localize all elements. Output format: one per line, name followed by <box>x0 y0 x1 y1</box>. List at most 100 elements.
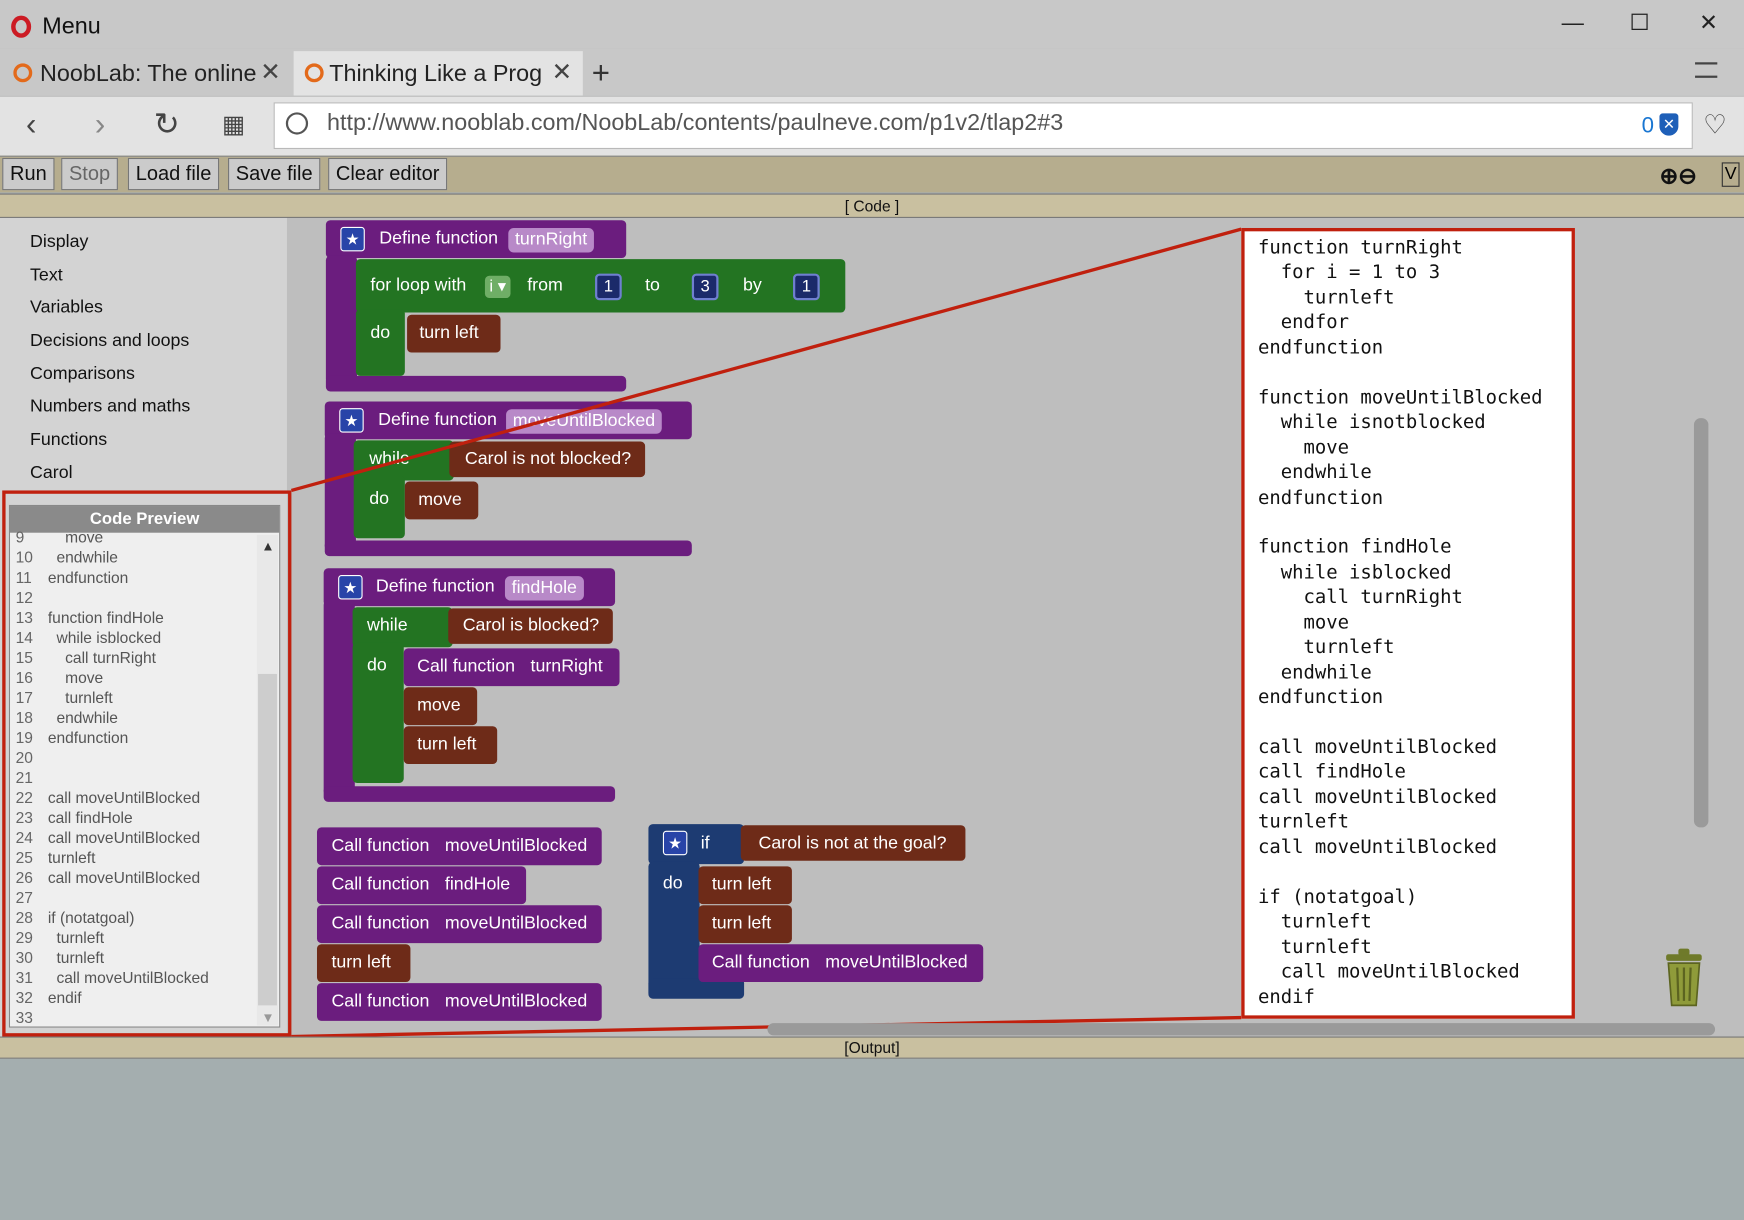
call-function-block[interactable] <box>403 648 620 687</box>
workspace-horizontal-scrollbar[interactable] <box>767 1023 1716 1036</box>
load-file-button[interactable]: Load file <box>127 157 220 191</box>
scroll-down-icon[interactable]: ▼ <box>261 1009 275 1026</box>
from-value[interactable]: 1 <box>595 273 622 301</box>
call-function-block[interactable] <box>316 866 527 905</box>
output-panel <box>0 1058 1744 1220</box>
turn-left-block[interactable] <box>403 726 498 765</box>
preview-code-line: 14 while isblocked <box>16 627 162 647</box>
clear-editor-button[interactable]: Clear editor <box>328 157 448 191</box>
line-number: 30 <box>15 948 33 967</box>
function-name-field[interactable]: turnRight <box>508 227 594 253</box>
url-text[interactable]: http://www.nooblab.com/NoobLab/contents/… <box>326 110 1064 136</box>
move-block[interactable] <box>403 687 478 726</box>
category-functions[interactable]: Functions <box>30 430 108 450</box>
maximize-button[interactable]: ☐ <box>1629 11 1650 36</box>
define-function-footer <box>324 540 692 557</box>
to-value[interactable]: 3 <box>691 273 719 301</box>
tab-close-icon[interactable]: ✕ <box>551 57 573 86</box>
scroll-up-icon[interactable]: ▲ <box>261 538 275 554</box>
carol-not-at-goal-block[interactable] <box>740 825 966 861</box>
while-label: while <box>367 616 408 636</box>
address-bar[interactable] <box>273 102 1693 150</box>
carol-blocked-block[interactable] <box>448 608 613 644</box>
turn-left-block[interactable] <box>316 944 411 983</box>
line-number: 11 <box>15 568 32 587</box>
condition-label: Carol is not at the goal? <box>758 834 947 854</box>
turn-left-block[interactable] <box>407 314 501 353</box>
overlay-code-line: move <box>1257 436 1350 459</box>
speed-dial-icon[interactable]: ▦ <box>221 110 246 138</box>
carol-not-blocked-block[interactable] <box>449 441 646 478</box>
back-icon[interactable]: ‹ <box>25 106 37 142</box>
category-decisions-loops[interactable]: Decisions and loops <box>30 331 190 351</box>
star-icon[interactable]: ★ <box>662 830 688 856</box>
trash-can-icon[interactable] <box>1662 948 1706 1008</box>
output-section-bar[interactable]: [Output] <box>0 1036 1744 1059</box>
bookmark-heart-icon[interactable]: ♡ <box>1703 110 1728 141</box>
line-text: while isblocked <box>47 628 162 647</box>
if-footer <box>648 978 745 999</box>
stop-button[interactable]: Stop <box>61 157 118 191</box>
called-function-name: moveUntilBlocked <box>444 914 588 934</box>
line-number: 22 <box>15 788 33 807</box>
preview-code-line: 16 move <box>16 667 104 687</box>
code-section-bar[interactable]: [ Code ] <box>0 193 1744 218</box>
ad-block-shield-icon[interactable]: ✕ <box>1659 113 1679 136</box>
if-label: if <box>700 834 710 854</box>
new-tab-button[interactable]: + <box>591 55 610 91</box>
call-function-block[interactable] <box>316 905 602 944</box>
turn-left-block[interactable] <box>698 866 792 905</box>
preview-code-line: 15 call turnRight <box>16 647 156 667</box>
category-text[interactable]: Text <box>30 265 63 285</box>
called-function-name: turnRight <box>530 657 603 677</box>
call-function-block[interactable] <box>316 827 602 866</box>
tab-thinking-like-a-programmer[interactable]: Thinking Like a Prog ✕ <box>293 51 583 96</box>
while-block[interactable] <box>352 607 453 648</box>
call-function-block[interactable] <box>316 983 602 1021</box>
call-function-block[interactable] <box>698 944 984 983</box>
forward-icon[interactable]: › <box>94 106 106 142</box>
overlay-code-line: endwhile <box>1257 461 1372 484</box>
function-name-field[interactable]: moveUntilBlocked <box>506 409 662 434</box>
category-comparisons[interactable]: Comparisons <box>30 364 135 384</box>
call-label: Call function <box>331 992 430 1011</box>
zoom-in-out-icon[interactable]: ⊕⊖ <box>1659 164 1697 190</box>
function-name-field[interactable]: findHole <box>504 576 584 601</box>
code-preview-panel <box>8 504 281 1028</box>
category-numbers-maths[interactable]: Numbers and maths <box>30 397 191 416</box>
menu-button[interactable]: Menu <box>42 13 101 39</box>
opera-logo-icon[interactable] <box>11 15 32 38</box>
workspace-vertical-scrollbar[interactable] <box>1693 418 1709 828</box>
reload-icon[interactable]: ↻ <box>153 106 180 142</box>
category-variables[interactable]: Variables <box>30 298 103 317</box>
save-file-button[interactable]: Save file <box>228 157 321 191</box>
define-label: Define function <box>375 577 495 597</box>
tab-menu-icon[interactable] <box>1695 62 1718 78</box>
v-toggle-button[interactable]: V <box>1721 162 1740 187</box>
preview-scroll-thumb[interactable] <box>258 673 277 1006</box>
star-icon[interactable]: ★ <box>339 408 364 433</box>
run-button[interactable]: Run <box>2 157 55 191</box>
turn-left-block[interactable] <box>698 905 792 944</box>
star-icon[interactable]: ★ <box>338 574 363 600</box>
globe-icon[interactable] <box>285 112 309 135</box>
turn-left-label: turn left <box>419 323 479 343</box>
category-display[interactable]: Display <box>30 232 89 252</box>
line-number: 16 <box>15 668 33 687</box>
line-text: call moveUntilBlocked <box>47 868 201 887</box>
close-window-button[interactable]: ✕ <box>1699 11 1718 36</box>
by-value[interactable]: 1 <box>793 273 820 301</box>
move-block[interactable] <box>404 481 479 520</box>
tab-nooblab[interactable]: NoobLab: The online ✕ <box>4 51 292 96</box>
overlay-code-line: call moveUntilBlocked <box>1257 836 1498 859</box>
minimize-button[interactable]: — <box>1561 11 1584 36</box>
loop-variable-dropdown[interactable]: i ▾ <box>484 275 511 299</box>
line-text: if (notatgoal) <box>47 908 135 927</box>
tab-close-icon[interactable]: ✕ <box>260 57 281 86</box>
star-icon[interactable]: ★ <box>340 226 365 252</box>
category-carol[interactable]: Carol <box>30 463 73 483</box>
code-zoom-overlay <box>1241 227 1575 1019</box>
line-number: 14 <box>15 628 33 647</box>
